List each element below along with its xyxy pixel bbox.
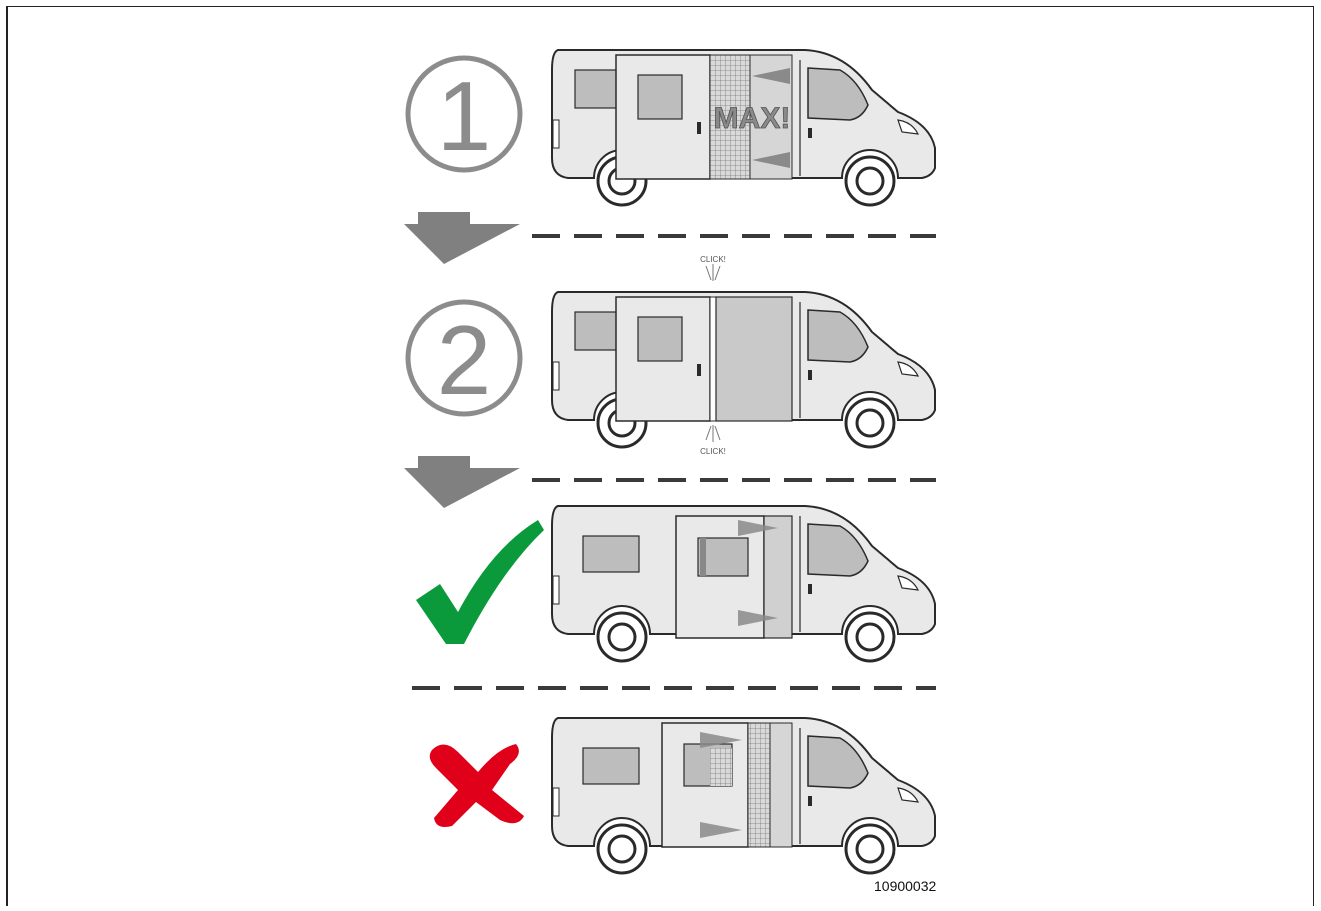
van-correct [552, 506, 935, 661]
down-arrow-2 [404, 456, 520, 508]
checkmark-icon [416, 520, 544, 644]
cross-icon [430, 744, 524, 827]
svg-text:2: 2 [437, 305, 492, 415]
svg-text:CLICK!: CLICK! [700, 447, 726, 456]
van-step-2 [552, 292, 935, 447]
down-arrow-1 [404, 212, 520, 264]
click-indicator-bottom: CLICK! [700, 425, 726, 456]
step-2-number: 2 [408, 302, 520, 415]
van-wrong [552, 718, 935, 873]
click-indicator-top: CLICK! [700, 255, 726, 281]
svg-text:1: 1 [437, 61, 492, 171]
step-1-number: 1 [408, 58, 520, 171]
figure-number: 10900032 [874, 878, 936, 894]
max-label: MAX! [714, 102, 791, 135]
svg-text:CLICK!: CLICK! [700, 255, 726, 264]
